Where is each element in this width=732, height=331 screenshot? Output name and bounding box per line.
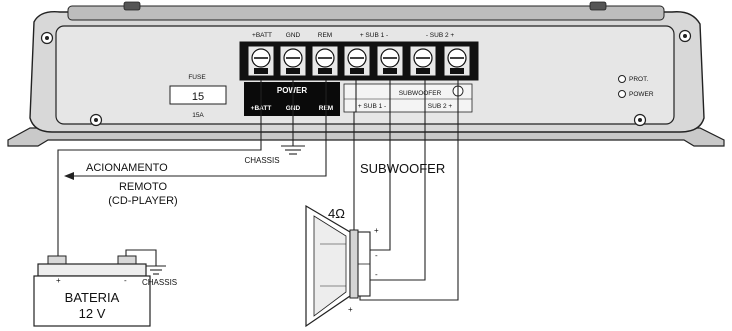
- power-led-icon: [618, 90, 626, 98]
- terminal-screw-icon: [376, 45, 404, 77]
- chassis-label-battery: CHASSIS: [142, 278, 177, 287]
- wire-battery-ground: [125, 249, 157, 266]
- subwoofer-panel-bg: [343, 83, 473, 113]
- impedance-label: 4Ω: [328, 206, 345, 221]
- chassis-label-top: CHASSIS: [244, 156, 279, 165]
- battery-icon: [33, 255, 151, 327]
- label-batt: +BATT: [252, 32, 272, 39]
- fuse-value: 15: [192, 91, 204, 103]
- screw-icon: [633, 113, 647, 127]
- prot-label: PROT.: [629, 76, 648, 83]
- fuse-amps: 15A: [192, 112, 204, 119]
- subwoofer-sub2: SUB 2 +: [428, 103, 453, 110]
- power-title: POWER: [277, 86, 307, 95]
- wire-batt: [57, 80, 262, 258]
- remote-label-1: ACIONAMENTO: [86, 162, 168, 174]
- label-sub2: - SUB 2 +: [426, 32, 455, 39]
- wire-rem: [70, 80, 327, 177]
- wire-sub2-minus: [370, 80, 426, 281]
- coil2-minus: -: [375, 270, 378, 279]
- label-sub1: + SUB 1 -: [360, 32, 388, 39]
- terminal-screw-icon: [409, 45, 437, 77]
- wires: [57, 80, 459, 301]
- remote-label-2: REMOTO: [119, 181, 168, 193]
- label-rem: REM: [318, 32, 332, 39]
- battery-minus: -: [124, 276, 127, 285]
- remote-label-3: (CD-PLAYER): [108, 195, 177, 207]
- screw-icon: [40, 31, 54, 45]
- coil2-plus: +: [348, 305, 353, 314]
- terminal-block: [239, 41, 479, 81]
- terminal-screw-icon: [443, 45, 471, 77]
- lid-clip-right: [589, 1, 607, 11]
- power-panel-bg: [244, 82, 340, 116]
- terminal-screw-icon: [279, 45, 307, 77]
- screw-icon: [678, 29, 692, 43]
- battery-label-1: BATERIA: [65, 290, 120, 305]
- battery-plus: +: [56, 276, 61, 285]
- lid-clip-left: [123, 1, 141, 11]
- terminal-labels: +BATT GND REM + SUB 1 - - SUB 2 +: [252, 32, 454, 39]
- terminal-screw-icon: [247, 45, 275, 77]
- ground-icon: [146, 265, 166, 275]
- battery-label-2: 12 V: [79, 306, 106, 321]
- terminal-screw-icon: [311, 45, 339, 77]
- fuse: FUSE 15 15A: [169, 74, 227, 119]
- prot-led-icon: [618, 75, 626, 83]
- screw-icon: [89, 113, 103, 127]
- label-gnd: GND: [286, 32, 301, 39]
- power-label: POWER: [629, 91, 654, 98]
- subwoofer-panel: SUBWOOFER + SUB 1 - SUB 2 +: [343, 83, 473, 113]
- coil1-plus: +: [374, 226, 379, 235]
- subwoofer-sub1: + SUB 1 -: [358, 103, 386, 110]
- fuse-body: [169, 85, 227, 105]
- wire-sub1-minus: [370, 80, 391, 251]
- speaker-icon: [305, 204, 371, 328]
- coil1-minus: -: [375, 251, 378, 260]
- terminal-screw-icon: [343, 45, 371, 77]
- subwoofer-title: SUBWOOFER: [399, 90, 442, 97]
- fuse-label: FUSE: [188, 74, 206, 81]
- subwoofer-label: SUBWOOFER: [360, 161, 445, 176]
- ground-icon: [281, 145, 305, 155]
- arrow-left-icon: [64, 172, 74, 180]
- status-indicators: PROT. POWER: [618, 75, 654, 98]
- amp-lid: [67, 5, 665, 21]
